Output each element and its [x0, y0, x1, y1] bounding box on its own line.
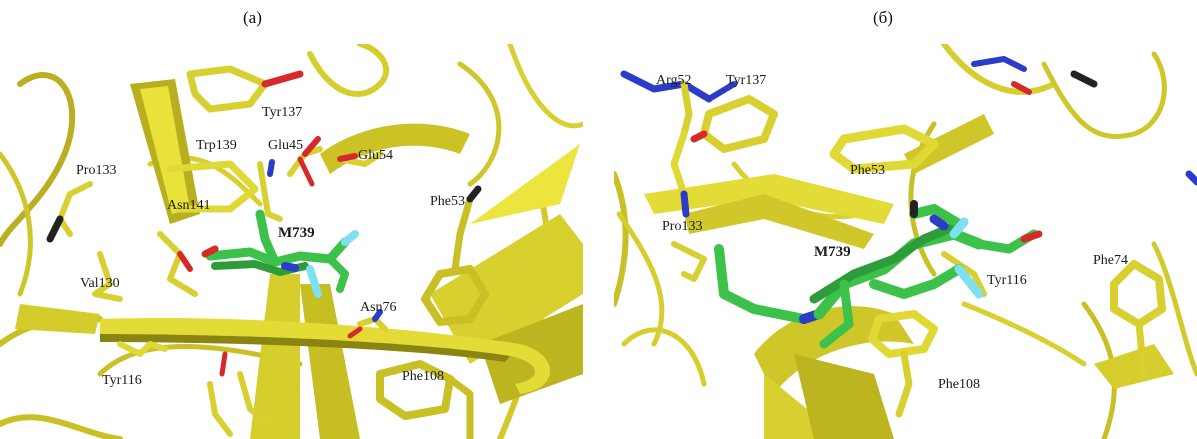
label-phe108: Phe108 — [938, 377, 980, 392]
panel-a-strands — [15, 79, 583, 439]
label-arg52: Arg52 — [656, 73, 692, 88]
panel-a-sidechains — [46, 65, 489, 439]
panel-b-structure: Arg52 Tyr137 Phe53 Pro133 M739 Phe74 Tyr… — [614, 44, 1197, 439]
label-m739: M739 — [814, 244, 851, 260]
label-trp139: Trp139 — [196, 138, 237, 153]
panel-a-caption: (а) — [243, 8, 262, 27]
label-asn76: Asn76 — [360, 300, 397, 315]
label-pro133: Pro133 — [76, 163, 116, 178]
label-phe74: Phe74 — [1093, 253, 1128, 268]
panel-b-render: Arg52 Tyr137 Phe53 Pro133 M739 Phe74 Tyr… — [614, 44, 1197, 439]
label-phe108: Phe108 — [402, 369, 444, 384]
label-glu45: Glu45 — [268, 138, 303, 153]
panel-b-sidechains — [620, 56, 1197, 418]
panel-b-strands — [644, 114, 1174, 439]
label-tyr116: Tyr116 — [102, 373, 142, 388]
label-asn141: Asn141 — [167, 198, 211, 213]
panel-b-caption: (б) — [873, 8, 893, 27]
label-tyr116: Tyr116 — [987, 273, 1027, 288]
panel-a-labels: Tyr137 Trp139 Glu45 Glu54 Pro133 Phe53 A… — [76, 105, 465, 388]
panel-b-ligand — [714, 200, 1043, 349]
label-tyr137: Tyr137 — [262, 105, 302, 120]
label-val130: Val130 — [80, 276, 120, 291]
panel-a-ligand — [201, 209, 359, 298]
panel-b-labels: Arg52 Tyr137 Phe53 Pro133 M739 Phe74 Tyr… — [656, 73, 1128, 392]
label-glu54: Glu54 — [358, 148, 393, 163]
panel-a-structure: Tyr137 Trp139 Glu45 Glu54 Pro133 Phe53 A… — [0, 44, 583, 439]
label-pro133: Pro133 — [662, 219, 702, 234]
label-phe53: Phe53 — [430, 194, 465, 209]
label-phe53: Phe53 — [850, 163, 885, 178]
panel-a-render: Tyr137 Trp139 Glu45 Glu54 Pro133 Phe53 A… — [0, 44, 583, 439]
label-m739: M739 — [278, 225, 315, 241]
label-tyr137: Tyr137 — [726, 73, 766, 88]
